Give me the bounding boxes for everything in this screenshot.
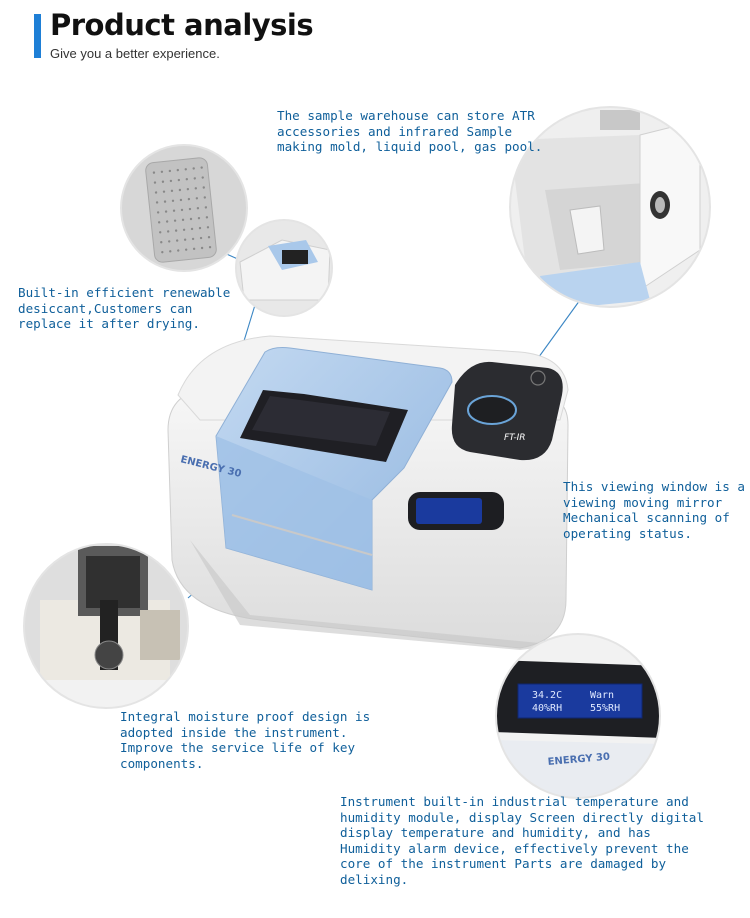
callout-line: components. xyxy=(120,755,204,771)
callout-line: Mechanical scanning of xyxy=(563,510,730,526)
page-title: Product analysis xyxy=(50,8,314,42)
callout-line: Humidity alarm device, effectively preve… xyxy=(340,840,689,856)
lcd-warn: Warn xyxy=(590,690,614,701)
sample-warehouse-circle xyxy=(509,106,711,308)
page-subtitle: Give you a better experience. xyxy=(50,46,220,61)
callout-line: operating status. xyxy=(563,525,692,541)
callout-line: adopted inside the instrument. xyxy=(120,724,348,740)
callout-line: replace it after drying. xyxy=(18,316,200,332)
callout-line: core of the instrument Parts are damaged… xyxy=(340,856,667,872)
callout-line: Built-in efficient renewable xyxy=(18,285,231,300)
callout-line: desiccant,Customers can xyxy=(18,300,193,316)
lcd-humidity-threshold: 55%RH xyxy=(590,703,620,714)
callout-desiccant: Built-in efficient renewable desiccant,C… xyxy=(18,285,230,332)
lcd-brand-label: ENERGY 30 xyxy=(547,752,610,768)
callout-line: display temperature and humidity, and ha… xyxy=(340,825,651,841)
desiccant-tray-circle xyxy=(120,144,248,272)
moisture-proof-interior-circle xyxy=(23,543,189,709)
callout-line: viewing moving mirror xyxy=(563,494,723,510)
callout-line: Improve the service life of key xyxy=(120,740,356,756)
callout-viewing-window: This viewing window is a viewing moving … xyxy=(563,479,745,541)
callout-humidity-module: Instrument built-in industrial temperatu… xyxy=(340,794,704,888)
callout-moisture-proof: Integral moisture proof design is adopte… xyxy=(120,709,370,771)
tray-holes xyxy=(152,166,212,254)
callout-line: The sample warehouse can store ATR xyxy=(277,108,535,123)
callout-line: This viewing window is a xyxy=(563,479,745,494)
callout-line: Instrument built-in industrial temperatu… xyxy=(340,794,689,809)
callout-sample-warehouse: The sample warehouse can store ATR acces… xyxy=(277,108,542,155)
callout-line: making mold, liquid pool, gas pool. xyxy=(277,139,543,155)
title-accent-bar xyxy=(34,14,41,58)
humidity-display-circle: 34.2C Warn 40%RH 55%RH ENERGY 30 xyxy=(495,633,661,799)
model-label: FT-IR xyxy=(504,433,526,443)
desiccant-location-circle xyxy=(235,219,333,317)
callout-line: humidity module, display Screen directly… xyxy=(340,809,704,825)
callout-line: accessories and infrared Sample xyxy=(277,123,513,139)
callout-line: delixing. xyxy=(340,871,409,887)
lcd-temperature: 34.2C xyxy=(532,690,562,701)
lcd-humidity: 40%RH xyxy=(532,703,562,714)
ftir-instrument: FT-IR ENERGY 30 xyxy=(167,335,569,650)
callout-line: Integral moisture proof design is xyxy=(120,709,371,724)
